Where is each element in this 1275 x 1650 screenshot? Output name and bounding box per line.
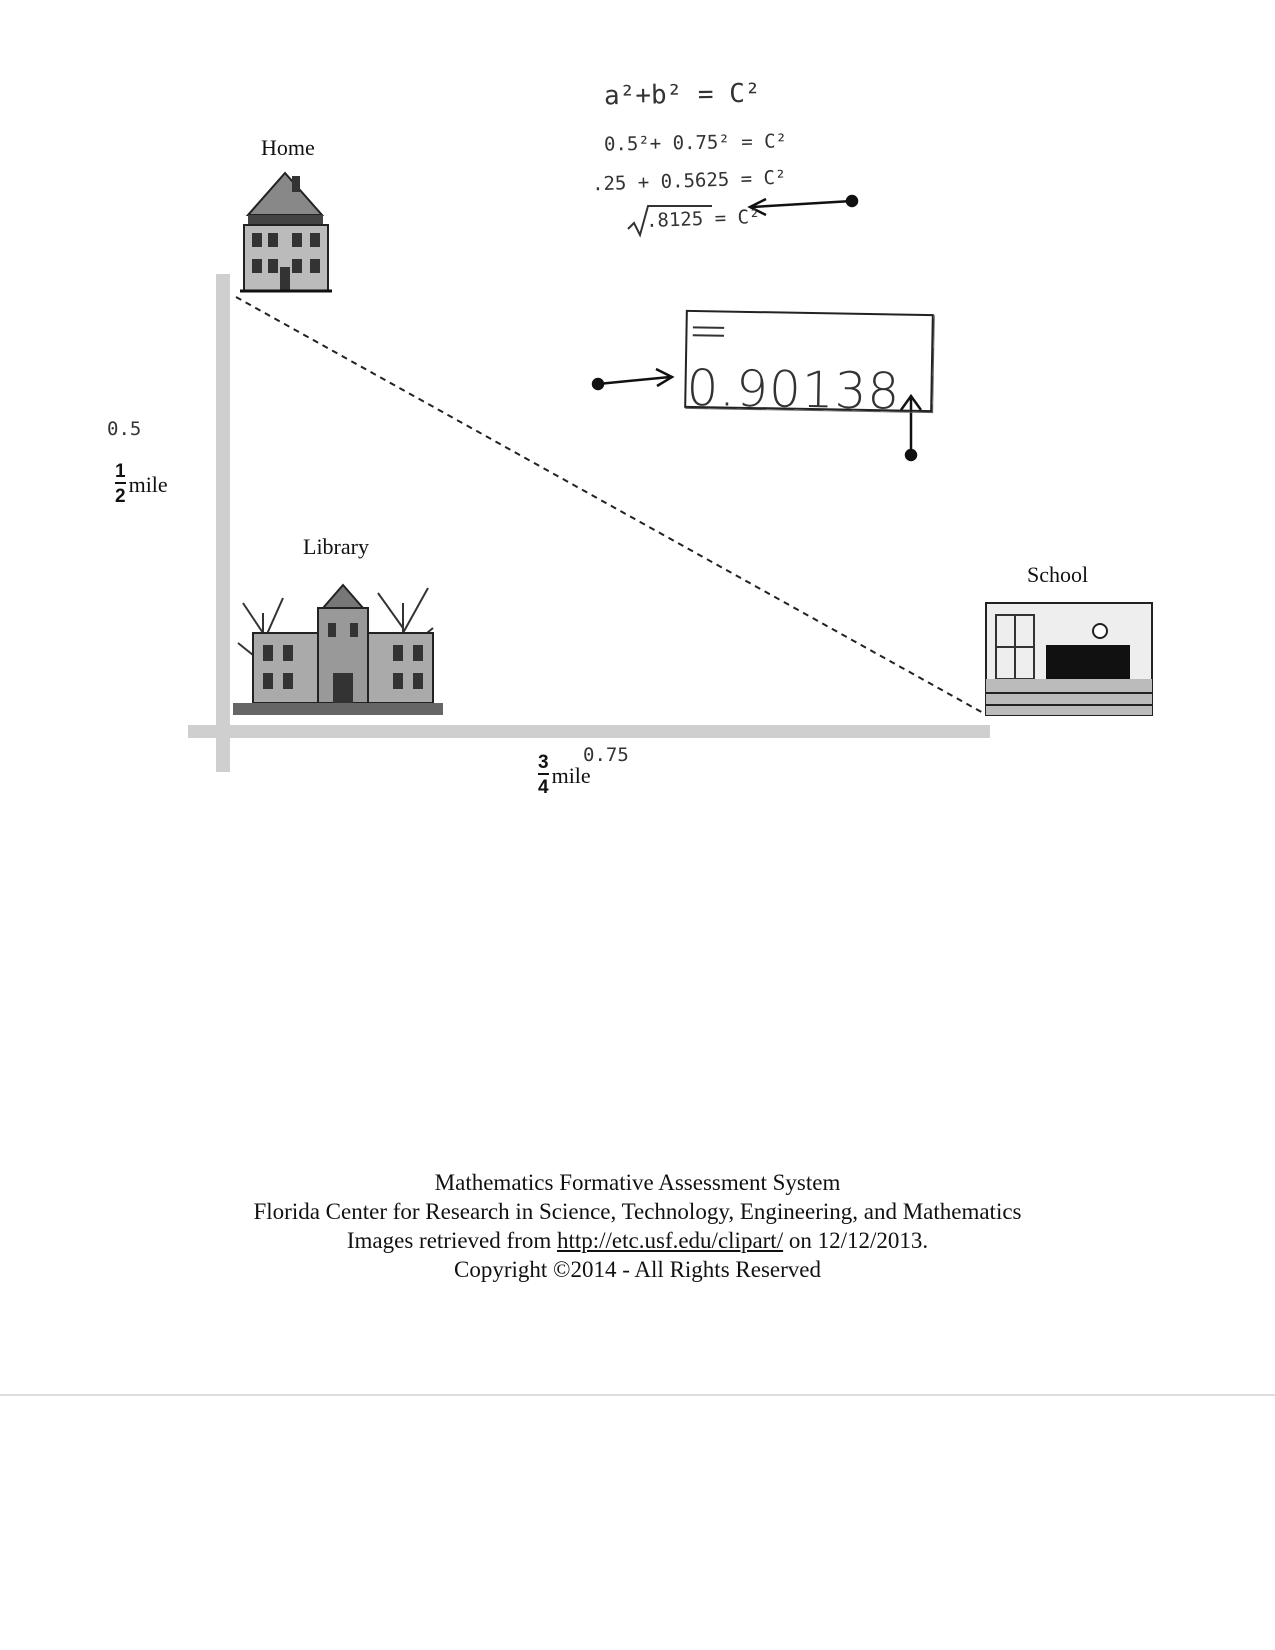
horizontal-leg-numerator: 3 <box>538 752 549 775</box>
vertical-leg-denominator: 2 <box>115 486 126 507</box>
vertical-leg-handwritten: 0.5 <box>107 418 142 440</box>
vertical-leg-numerator: 1 <box>115 461 126 484</box>
library-label: Library <box>303 534 369 559</box>
school-label: School <box>1027 562 1089 587</box>
arrow-to-answer-left <box>591 367 675 391</box>
answer-box: = 0.90138 <box>684 301 934 421</box>
horizontal-leg <box>188 725 990 738</box>
library-building-icon <box>233 583 443 715</box>
arrow-to-answer-bottom <box>899 393 923 462</box>
footer-line-1: Mathematics Formative Assessment System <box>434 1170 841 1195</box>
footer-line-4: Copyright ©2014 - All Rights Reserved <box>454 1257 821 1282</box>
footer-line-3-suffix: on 12/12/2013. <box>788 1228 929 1253</box>
footer-line-3: Images retrieved from http://etc.usf.edu… <box>0 1226 1275 1255</box>
horizontal-leg-denominator: 4 <box>538 777 549 798</box>
clipart-link[interactable]: http://etc.usf.edu/clipart/ <box>556 1228 784 1253</box>
horizontal-leg-fraction: 3 4 mile <box>538 753 591 797</box>
sqrt-symbol <box>627 205 712 238</box>
vertical-leg-unit: mile <box>128 472 168 497</box>
arrow-to-c-squared <box>747 194 859 217</box>
footer: Mathematics Formative Assessment System … <box>0 1168 1275 1284</box>
horizontal-leg-handwritten: 0.75 <box>583 744 629 766</box>
classroom-icon <box>985 602 1153 716</box>
footer-line-2: Florida Center for Research in Science, … <box>253 1199 1022 1224</box>
vertical-leg-fraction: 1 2 mile <box>115 462 168 506</box>
home-label: Home <box>261 135 315 160</box>
horizontal-leg-unit: mile <box>551 763 591 788</box>
work-line-2: 0.5²+ 0.75² = C² <box>603 130 788 156</box>
house-icon <box>240 171 332 293</box>
answer-value: = 0.90138 <box>686 300 901 421</box>
work-line-1: a²+b² = C² <box>603 78 761 112</box>
footer-line-3-prefix: Images retrieved from <box>346 1228 552 1253</box>
vertical-leg <box>216 274 230 772</box>
work-line-4: .8125 = C² <box>645 206 761 232</box>
